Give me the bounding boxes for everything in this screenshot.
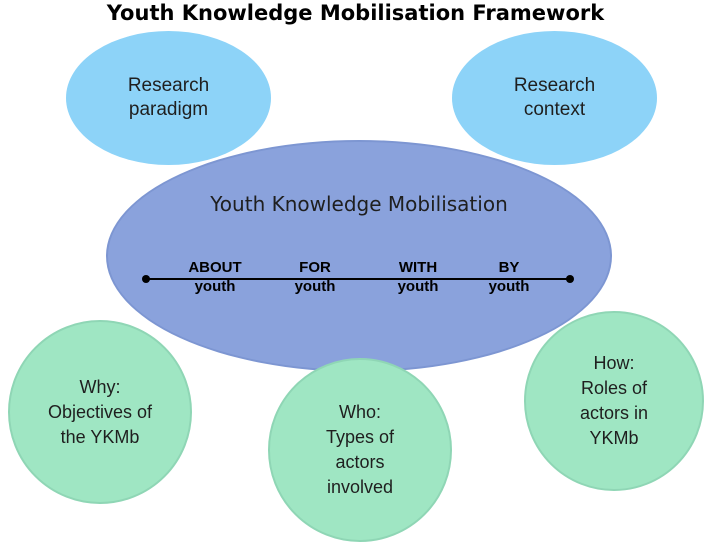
research-paradigm-ellipse: Research paradigm xyxy=(66,31,271,165)
who-line-2: Types of xyxy=(325,427,395,447)
continuum-end-dot xyxy=(566,275,574,283)
continuum-label-for-bottom: youth xyxy=(294,278,336,295)
research-context-line-2: context xyxy=(523,99,586,120)
how-line-3: actors in xyxy=(579,403,649,423)
why-circle: Why: Objectives of the YKMb xyxy=(8,320,192,504)
research-paradigm-line-1: Research xyxy=(127,75,210,96)
research-paradigm-line-2: paradigm xyxy=(128,99,209,120)
continuum-start-dot xyxy=(142,275,150,283)
research-context-line-1: Research xyxy=(513,75,596,96)
how-line-4: YKMb xyxy=(589,428,639,448)
how-line-2: Roles of xyxy=(580,378,648,398)
continuum-label-with-bottom: youth xyxy=(397,278,439,295)
continuum-label-about-top: ABOUT xyxy=(188,259,242,276)
continuum-label-with: WITH youth xyxy=(378,258,458,296)
who-line-1: Who: xyxy=(338,402,381,422)
youth-knowledge-mobilisation-ellipse: Youth Knowledge Mobilisation ABOUT youth… xyxy=(106,140,612,372)
continuum-label-with-top: WITH xyxy=(398,259,438,276)
who-line-3: actors xyxy=(335,452,385,472)
continuum-label-for-top: FOR xyxy=(299,259,331,276)
central-title: Youth Knowledge Mobilisation xyxy=(210,192,508,216)
continuum-label-by-bottom: youth xyxy=(488,278,530,295)
how-line-1: How: xyxy=(593,353,635,373)
continuum-label-by-top: BY xyxy=(498,259,520,276)
who-line-4: involved xyxy=(326,477,394,497)
diagram-title: Youth Knowledge Mobilisation Framework xyxy=(106,1,605,25)
continuum-label-about: ABOUT youth xyxy=(175,258,255,296)
continuum-line xyxy=(142,275,574,283)
why-line-3: the YKMb xyxy=(60,426,140,447)
why-line-1: Why: xyxy=(79,376,121,397)
continuum-label-for: FOR youth xyxy=(275,258,355,296)
who-circle: Who: Types of actors involved xyxy=(268,358,452,542)
continuum-label-by: BY youth xyxy=(469,258,549,296)
continuum-label-about-bottom: youth xyxy=(194,278,236,295)
research-context-ellipse: Research context xyxy=(452,31,657,165)
why-line-2: Objectives of xyxy=(47,401,153,422)
how-circle: How: Roles of actors in YKMb xyxy=(524,311,704,491)
